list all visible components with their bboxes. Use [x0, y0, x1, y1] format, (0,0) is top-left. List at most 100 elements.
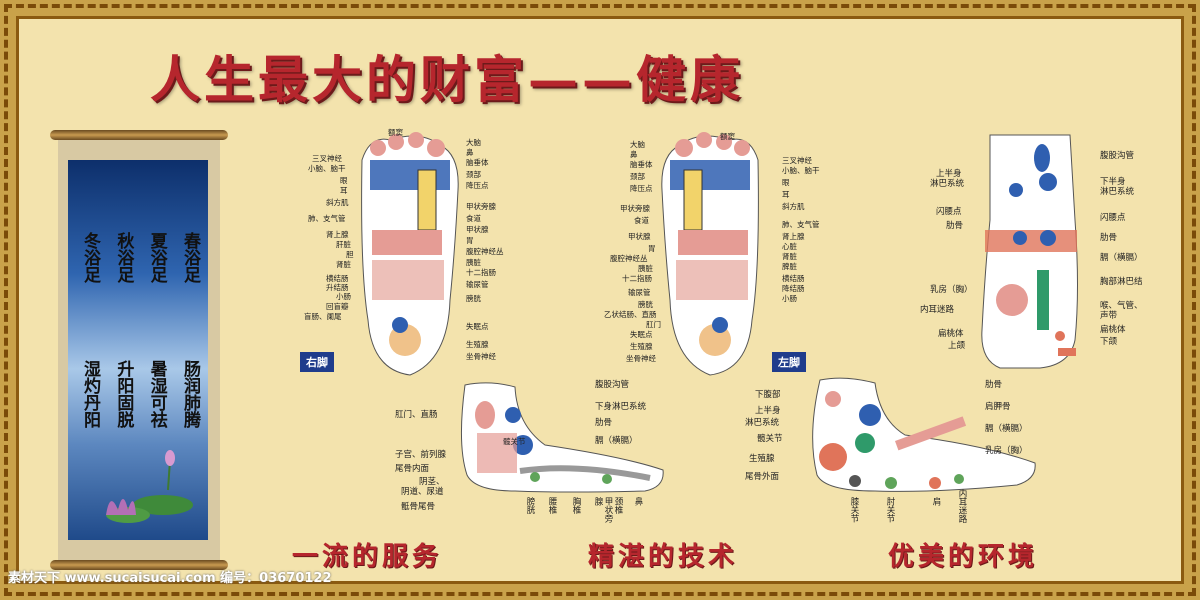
sole-label: 生殖腺 [630, 342, 653, 351]
page-title: 人生最大的财富——健康 [150, 50, 744, 109]
foot-label: 肩胛骨 [985, 402, 1011, 412]
sole-label: 乙状结肠、直肠 [604, 310, 657, 319]
foot-label: 喉、气管、 [1100, 301, 1143, 311]
foot-label: 尾骨内面 [395, 464, 430, 474]
sole-label: 耳 [782, 190, 790, 199]
foot-label: 骶骨尾骨 [401, 502, 436, 512]
sole-label: 甲状腺 [628, 232, 651, 241]
foot-label: 肋骨 [1100, 233, 1118, 243]
foot-label-vertical: 膀胱 [525, 497, 535, 514]
sole-label: 眼 [782, 178, 790, 187]
slogan-service: 一流的服务 [292, 542, 443, 572]
sole-label: 脾脏 [782, 262, 797, 271]
foot-label: 闪腰点 [1100, 213, 1126, 223]
sole-label: 升结肠 [326, 283, 349, 292]
left-foot-tag: 左脚 [772, 352, 806, 372]
sole-label: 心脏 [782, 242, 797, 251]
sole-label: 颈部 [466, 170, 481, 179]
sole-label: 盲肠、阑尾 [304, 312, 342, 321]
sole-label: 降压点 [466, 181, 489, 190]
sole-label: 三叉神经 [312, 154, 342, 163]
sole-label: 耳 [340, 186, 348, 195]
sole-label: 降压点 [630, 184, 653, 193]
sole-label: 食道 [634, 216, 649, 225]
hanging-scroll: 春浴足 夏浴足 秋浴足 冬浴足 肠润肺腾 暑湿可祛 升阳固脱 湿灼丹阳 [50, 130, 228, 570]
sole-label: 斜方肌 [326, 198, 349, 207]
foot-label: 膈（横膈） [985, 424, 1028, 434]
sole-label: 胆 [346, 250, 354, 259]
poem-line: 湿灼丹阳 [80, 360, 100, 428]
sole-label: 额窦 [720, 132, 735, 141]
sole-label: 小肠 [782, 294, 797, 303]
sole-label: 胰脏 [466, 258, 481, 267]
sole-label: 坐骨神经 [626, 354, 656, 363]
sole-label: 肾脏 [782, 252, 797, 261]
foot-label-vertical: 膝关节 [849, 497, 859, 523]
foot-label: 上颌 [948, 341, 966, 351]
outer-foot-chart: 下腹部 上半身 淋巴系统 髋关节 生殖腺 尾骨外面 肋骨 肩胛骨 膈（横膈） 乳… [745, 375, 1065, 530]
poem-line: 夏浴足 [146, 232, 167, 283]
scroll-top-rod [50, 130, 228, 140]
foot-label: 扁桃体 [1100, 325, 1126, 335]
sole-label: 胃 [648, 244, 656, 253]
foot-label: 下腹部 [755, 390, 781, 400]
foot-label: 子宫、前列腺 [395, 450, 447, 460]
foot-label: 下半身 [1100, 177, 1126, 187]
foot-label: 上半身 [936, 169, 962, 179]
sole-label: 十二指肠 [466, 268, 496, 277]
sole-label: 降结肠 [782, 284, 805, 293]
inner-foot-chart: 肛门、直肠 子宫、前列腺 尾骨内面 阴茎、 阴道、尿道 骶骨尾骨 腹股沟管 下身… [395, 375, 695, 530]
sole-label: 鼻 [630, 150, 638, 159]
scroll-bottom-rod [50, 560, 228, 570]
sole-label: 小脑、脑干 [782, 166, 820, 175]
foot-label: 上半身 [755, 406, 781, 416]
sole-label: 肺、支气管 [308, 214, 346, 223]
sole-label: 脑垂体 [466, 158, 489, 167]
slogan-environment: 优美的环境 [888, 542, 1039, 572]
inner-border-line [16, 16, 1184, 584]
scroll-painting: 春浴足 夏浴足 秋浴足 冬浴足 肠润肺腾 暑湿可祛 升阳固脱 湿灼丹阳 [68, 160, 208, 540]
foot-label-vertical: 内耳迷路 [957, 489, 967, 523]
poem-line: 冬浴足 [80, 232, 100, 283]
sole-label: 回盲瓣 [326, 302, 349, 311]
foot-label: 闪腰点 [936, 207, 962, 217]
foot-label: 肋骨 [946, 221, 964, 231]
sole-label: 小肠 [336, 292, 351, 301]
sole-label: 腹腔神经丛 [610, 254, 648, 263]
slogan-skill: 精湛的技术 [588, 542, 739, 572]
foot-label: 髋关节 [503, 437, 526, 446]
foot-label: 淋巴系统 [930, 179, 965, 189]
foot-label-vertical: 胸椎 [571, 497, 581, 514]
foot-label: 下颌 [1100, 337, 1118, 347]
sole-label: 三叉神经 [782, 156, 812, 165]
poem-line: 春浴足 [179, 232, 200, 283]
sole-label: 膀胱 [638, 300, 653, 309]
foot-label: 生殖腺 [749, 454, 775, 464]
foot-label-vertical: 肩 [931, 497, 941, 506]
sole-label: 生殖腺 [466, 340, 489, 349]
right-sole-chart: 额窦 三叉神经 小脑、脑干 眼 耳 斜方肌 肺、支气管 肾上腺 肝脏 胆 肾脏 … [300, 128, 530, 380]
sole-label: 膀胱 [466, 294, 481, 303]
foot-label: 尾骨外面 [745, 472, 780, 482]
sole-label: 大脑 [630, 140, 645, 149]
lotus-illustration [106, 450, 193, 523]
foot-label-vertical: 腰椎 [547, 497, 557, 514]
foot-label: 阴茎、 [419, 477, 445, 487]
watermark: 素材天下 www.sucaisucai.com 编号：03670122 [8, 571, 332, 586]
poem-line: 肠润肺腾 [179, 360, 200, 428]
foot-label: 肋骨 [985, 380, 1003, 390]
poem-line: 暑湿可祛 [146, 360, 167, 428]
sole-label: 腹腔神经丛 [466, 247, 504, 256]
sole-label: 胃 [466, 236, 474, 245]
foot-label: 乳房（胸） [930, 285, 973, 295]
foot-label-vertical: 肘关节 [885, 497, 895, 523]
foot-label: 胸部淋巴结 [1100, 277, 1143, 287]
foot-label: 下身淋巴系统 [595, 402, 647, 412]
sole-label: 食道 [466, 214, 481, 223]
top-foot-illustration [981, 134, 1078, 369]
sole-label: 肾脏 [336, 260, 351, 269]
top-foot-chart: 上半身 淋巴系统 闪腰点 肋骨 乳房（胸） 内耳迷路 扁桃体 上颌 腹股沟管 下… [920, 130, 1170, 370]
foot-label: 膈（横膈） [595, 436, 638, 446]
sole-label: 肛门 [646, 320, 661, 329]
